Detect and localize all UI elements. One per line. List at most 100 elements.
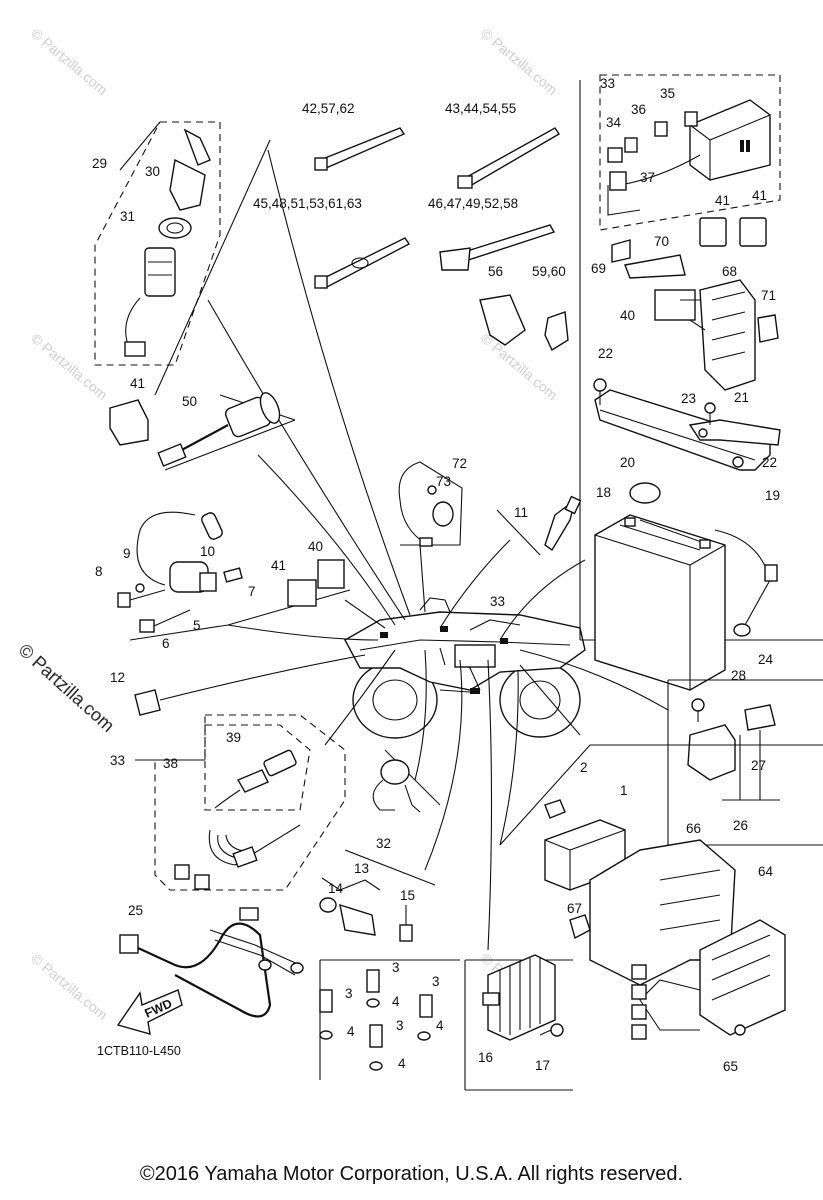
watermark: © Partzilla.com xyxy=(28,25,111,98)
callout-41: 41 xyxy=(752,188,767,203)
copyright-footer: ©2016 Yamaha Motor Corporation, U.S.A. A… xyxy=(139,1163,684,1185)
callout-56: 56 xyxy=(488,264,503,279)
atv-illustration xyxy=(344,597,586,739)
callout-23: 23 xyxy=(681,391,696,406)
callout-31: 31 xyxy=(120,209,135,224)
callout-64: 64 xyxy=(758,864,774,879)
callout-72: 72 xyxy=(452,456,467,471)
part-50 xyxy=(154,139,296,471)
fuse-box-group xyxy=(579,74,823,641)
callout-18: 18 xyxy=(596,485,611,500)
callout-14: 14 xyxy=(328,881,344,896)
callout-41: 41 xyxy=(715,193,730,208)
callout-30: 30 xyxy=(145,164,160,179)
relay-26-group xyxy=(667,679,823,846)
callout-59-60: 59,60 xyxy=(532,264,566,279)
callout-70: 70 xyxy=(654,234,669,249)
callout-10: 10 xyxy=(200,544,215,559)
callout-7: 7 xyxy=(248,584,256,599)
fwd-arrow xyxy=(116,989,183,1035)
callout-24: 24 xyxy=(758,652,774,667)
callout-29: 29 xyxy=(92,156,107,171)
callout-50: 50 xyxy=(182,394,197,409)
bracket-68 xyxy=(611,239,779,391)
callout-67: 67 xyxy=(567,901,582,916)
callout-40: 40 xyxy=(620,308,635,323)
callout-37: 37 xyxy=(640,170,655,185)
callout-33: 33 xyxy=(490,594,505,609)
callout-17: 17 xyxy=(535,1058,550,1073)
callout-65: 65 xyxy=(723,1059,738,1074)
callout-9: 9 xyxy=(123,546,131,561)
watermark: © Partzilla.com xyxy=(28,950,111,1023)
callout-41: 41 xyxy=(271,558,286,573)
parts-diagram: © Partzilla.com © Partzilla.com © Partzi… xyxy=(28,25,823,1091)
callout-4: 4 xyxy=(347,1024,355,1039)
callout-33: 33 xyxy=(600,76,615,91)
sensor-72-73 xyxy=(398,461,463,547)
cdi-group xyxy=(499,744,823,1040)
watermark: © Partzilla.com xyxy=(478,25,561,98)
callout-45-48-51-53-61-63: 45,48,51,53,61,63 xyxy=(253,196,362,211)
callout-13: 13 xyxy=(354,861,369,876)
callout-66: 66 xyxy=(686,821,701,836)
callout-43-44-54-55: 43,44,54,55 xyxy=(445,101,516,116)
callout-32: 32 xyxy=(376,836,391,851)
callout-15: 15 xyxy=(400,888,415,903)
callout-4: 4 xyxy=(392,994,400,1009)
callout-34: 34 xyxy=(606,115,622,130)
callout-27: 27 xyxy=(751,758,766,773)
part-32 xyxy=(372,749,441,813)
callout-69: 69 xyxy=(591,261,606,276)
callout-46-47-49-52-58: 46,47,49,52,58 xyxy=(428,196,518,211)
callout-20: 20 xyxy=(620,455,635,470)
callout-labels: 1 2 3 3 3 3 4 4 4 4 5 6 7 8 9 10 11 12 1… xyxy=(92,76,780,1074)
callout-3: 3 xyxy=(396,1018,404,1033)
callout-12: 12 xyxy=(110,670,125,685)
callout-8: 8 xyxy=(95,564,103,579)
callout-4: 4 xyxy=(398,1056,406,1071)
diagram-code: 1CTB110-L450 xyxy=(97,1044,181,1058)
harness-33-group xyxy=(135,714,346,891)
callout-3: 3 xyxy=(392,960,400,975)
starter-relay-group xyxy=(117,511,351,641)
callout-6: 6 xyxy=(162,636,170,651)
callout-25: 25 xyxy=(128,903,143,918)
cable-ties xyxy=(314,127,569,352)
callout-5: 5 xyxy=(193,618,201,633)
callout-35: 35 xyxy=(660,86,675,101)
callout-40: 40 xyxy=(308,539,323,554)
sensor-13-15 xyxy=(319,849,436,942)
battery-group xyxy=(593,378,781,691)
part-11 xyxy=(496,495,582,556)
bolts-washers xyxy=(319,959,460,1080)
callout-68: 68 xyxy=(722,264,737,279)
callout-3: 3 xyxy=(432,974,440,989)
callout-38: 38 xyxy=(163,756,178,771)
callout-2: 2 xyxy=(580,760,588,775)
callout-28: 28 xyxy=(731,668,746,683)
harness-25 xyxy=(119,907,304,1018)
callout-21: 21 xyxy=(734,390,749,405)
callout-36: 36 xyxy=(631,102,646,117)
callout-11: 11 xyxy=(514,505,528,520)
callout-4: 4 xyxy=(436,1018,444,1033)
leader-lines xyxy=(159,149,669,951)
callout-22: 22 xyxy=(598,346,613,361)
callout-19: 19 xyxy=(765,488,780,503)
callout-71: 71 xyxy=(761,288,776,303)
callout-41: 41 xyxy=(130,376,145,391)
callout-33: 33 xyxy=(110,753,125,768)
part-12 xyxy=(134,689,161,716)
watermark: © Partzilla.com xyxy=(28,330,111,403)
callout-39: 39 xyxy=(226,730,241,745)
callout-22: 22 xyxy=(762,455,777,470)
rectifier-group xyxy=(464,954,573,1091)
callout-3: 3 xyxy=(345,986,353,1001)
main-switch-group xyxy=(94,121,221,446)
callout-16: 16 xyxy=(478,1050,493,1065)
callout-1: 1 xyxy=(620,783,628,798)
callout-26: 26 xyxy=(733,818,748,833)
callout-73: 73 xyxy=(436,474,451,489)
callout-42-57-62: 42,57,62 xyxy=(302,101,355,116)
